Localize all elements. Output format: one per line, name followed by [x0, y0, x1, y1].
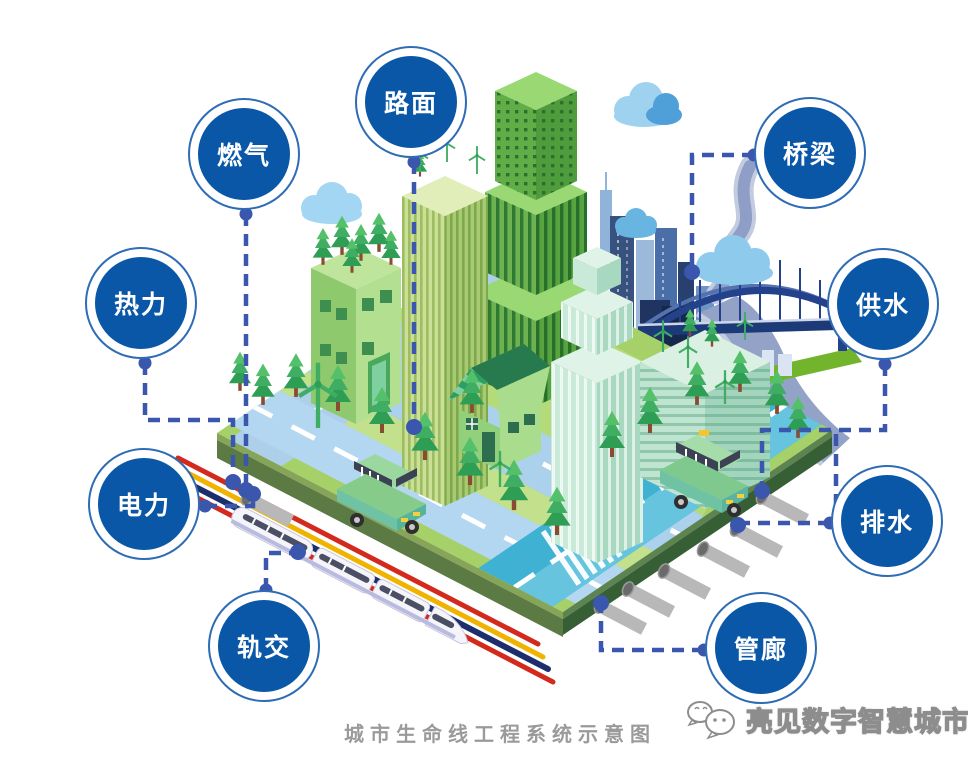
connector-electric-power [205, 497, 256, 509]
car-icon [337, 454, 426, 534]
wind-turbine-icon [468, 145, 486, 175]
node-gas-label: 燃气 [198, 108, 290, 200]
node-electric-power: 电力 [88, 448, 200, 560]
connector-water-supply [759, 364, 888, 486]
node-bridge-label: 桥梁 [764, 107, 856, 199]
node-rail-transit: 轨交 [208, 590, 320, 702]
node-road-surface-label: 路面 [365, 56, 457, 148]
node-water-supply: 供水 [827, 248, 939, 360]
node-utility-tunnel-label: 管廊 [715, 602, 807, 694]
node-heating: 热力 [85, 247, 197, 359]
node-electric-power-label: 电力 [98, 458, 190, 550]
cloud-icon [615, 208, 657, 238]
watermark: 亮见数字智慧城市 [684, 696, 968, 742]
connector-bridge [689, 152, 754, 270]
node-gas: 燃气 [188, 98, 300, 210]
train-icon [230, 506, 469, 645]
node-bridge: 桥梁 [754, 97, 866, 209]
cloud-icon [614, 82, 682, 127]
node-utility-tunnel: 管廊 [705, 592, 817, 704]
cloud-icon [696, 235, 773, 285]
node-water-supply-label: 供水 [837, 258, 929, 350]
node-drainage: 排水 [831, 465, 943, 577]
bus-icon [660, 430, 748, 517]
building-icon [311, 212, 401, 424]
node-heating-label: 热力 [95, 257, 187, 349]
watermark-text: 亮见数字智慧城市 [745, 706, 968, 737]
connectors [142, 152, 888, 653]
diagram-caption: 城市生命线工程系统示意图 [344, 724, 656, 746]
node-drainage-label: 排水 [841, 475, 933, 567]
node-rail-transit-label: 轨交 [218, 600, 310, 692]
connector-rail-transit [263, 550, 296, 590]
house-icon [447, 344, 550, 470]
connector-utility-tunnel [598, 604, 704, 653]
connector-heating [142, 363, 236, 477]
node-road-surface: 路面 [355, 46, 467, 158]
wechat-icon [687, 701, 735, 740]
underground-pipes [240, 489, 810, 635]
cloud-icon [301, 182, 362, 224]
